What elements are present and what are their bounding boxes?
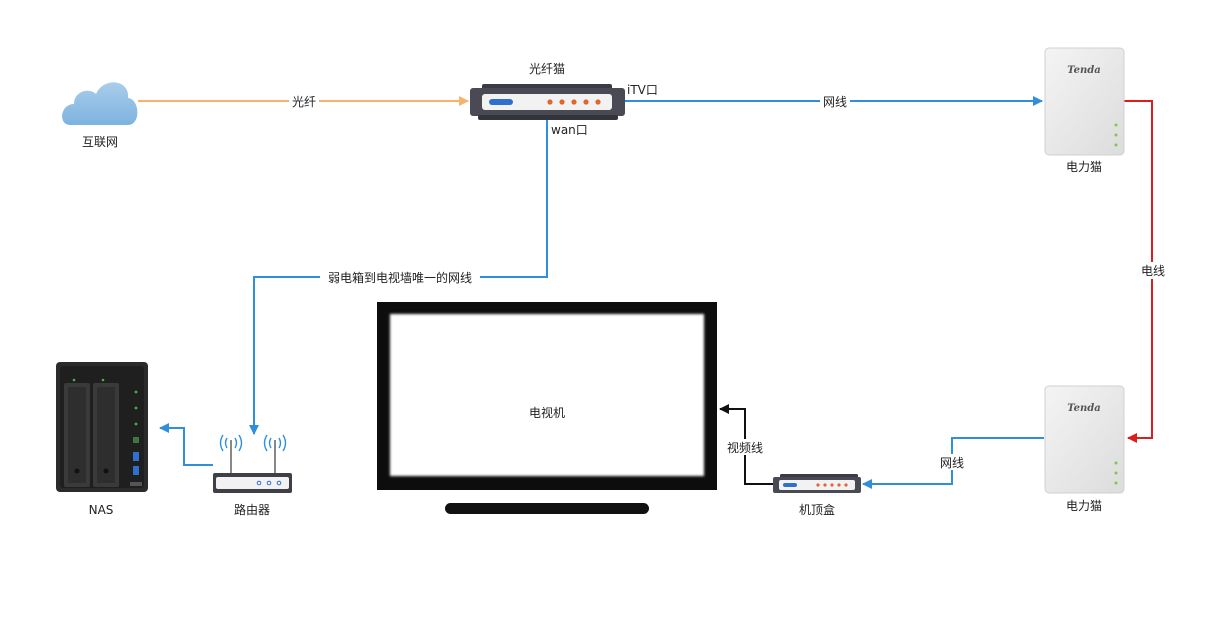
modem-device-icon	[470, 84, 625, 120]
nas-device-icon	[56, 362, 148, 492]
edge-label-weak-box-line: 弱电箱到电视墙唯一的网线	[320, 269, 480, 286]
set-top-box-label: 机顶盒	[799, 502, 835, 517]
edge-label-power-to-stb-text: 网线	[940, 456, 964, 470]
set-top-box-icon	[773, 474, 861, 493]
powerline-adapter-icon: Tenda	[1044, 385, 1125, 494]
edge-label-video-cable: 视频线	[724, 439, 766, 455]
tv-node: 电视机	[377, 302, 717, 514]
router-to-nas-connector	[159, 423, 213, 466]
tv-label: 电视机	[529, 405, 565, 420]
tenda-logo: Tenda	[1067, 403, 1100, 414]
power-cat-bottom-label: 电力猫	[1066, 499, 1102, 513]
power-cat-top-label: 电力猫	[1066, 160, 1102, 174]
nas-label: NAS	[89, 503, 114, 517]
tenda-logo: Tenda	[1067, 65, 1100, 76]
nas-node: NAS	[56, 362, 148, 517]
fiber-modem-node: 光纤猫 iTV口 wan口	[470, 62, 658, 137]
router-icon	[213, 434, 292, 493]
edge-label-power-line: 电线	[1138, 262, 1168, 279]
internet-node: 互联网	[62, 82, 138, 149]
power-cat-bottom-node: Tenda 电力猫	[1044, 385, 1125, 513]
edge-label-lan-to-power: 网线	[820, 93, 850, 109]
itv-port-label: iTV口	[627, 83, 658, 97]
edge-label-power-to-stb: 网线	[937, 454, 967, 470]
edge-label-weak-box-line-text: 弱电箱到电视墙唯一的网线	[328, 270, 472, 285]
router-label: 路由器	[234, 502, 270, 517]
cloud-icon	[62, 82, 138, 125]
edge-label-fiber: 光纤	[289, 93, 319, 109]
edge-label-lan-to-power-text: 网线	[823, 95, 847, 109]
fiber-modem-label: 光纤猫	[529, 62, 565, 76]
edge-label-power-line-text: 电线	[1141, 264, 1165, 278]
set-top-box-node: 机顶盒	[773, 474, 861, 517]
power-cat-top-node: Tenda 电力猫	[1044, 47, 1125, 174]
powerline-adapter-icon: Tenda	[1044, 47, 1125, 156]
tv-icon	[377, 302, 717, 514]
wifi-signal-icon	[219, 434, 287, 452]
internet-label: 互联网	[82, 135, 118, 149]
router-node: 路由器	[213, 434, 292, 517]
edge-label-fiber-text: 光纤	[292, 95, 316, 109]
edge-label-video-cable-text: 视频线	[727, 440, 763, 455]
wan-port-label: wan口	[551, 123, 588, 137]
